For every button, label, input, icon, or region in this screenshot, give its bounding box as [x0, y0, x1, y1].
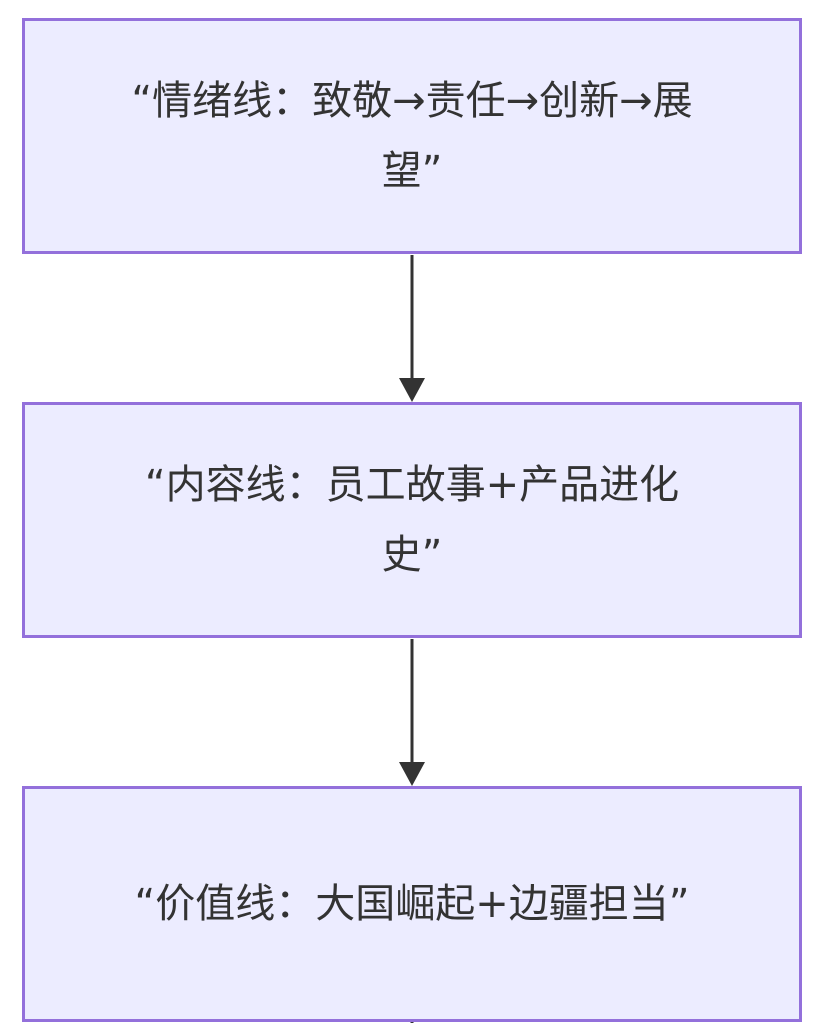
node-value-line[interactable]: “价值线：大国崛起+边疆担当”	[22, 786, 802, 1022]
node-label: “情绪线：致敬→责任→创新→展望”	[131, 78, 693, 194]
node-label: “价值线：大国崛起+边疆担当”	[134, 881, 690, 927]
node-content-line[interactable]: “内容线：员工故事+产品进化史”	[22, 402, 802, 638]
arrowhead-icon	[399, 762, 425, 786]
edge-n1-n2	[399, 255, 425, 402]
node-label: “内容线：员工故事+产品进化史”	[144, 462, 680, 578]
node-emotion-line[interactable]: “情绪线：致敬→责任→创新→展望”	[22, 18, 802, 254]
edge-n2-n3	[399, 639, 425, 786]
arrowhead-icon	[399, 378, 425, 402]
